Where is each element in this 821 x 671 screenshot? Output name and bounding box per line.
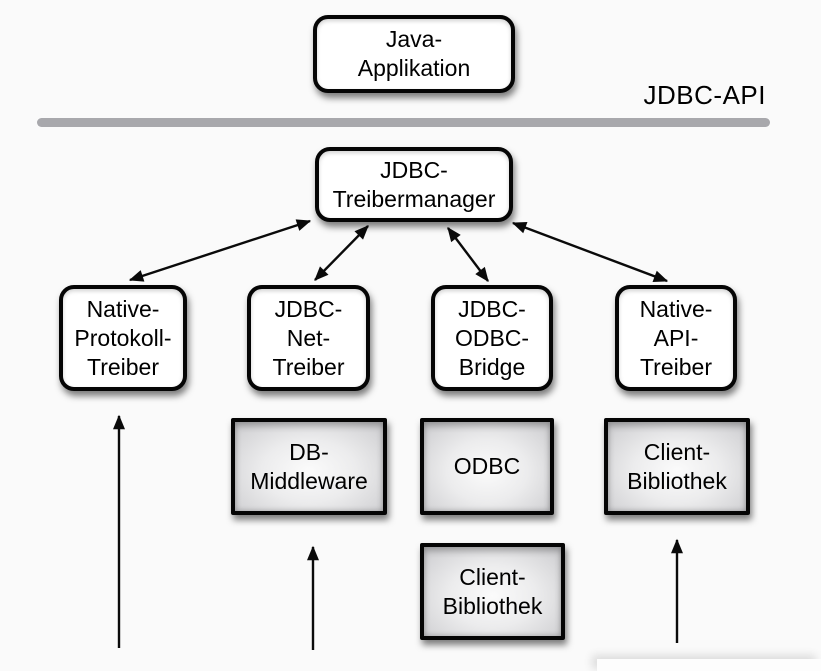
node-client-bibliothek-odbc-label: Client- Bibliothek (442, 563, 543, 619)
node-java-application: Java- Applikation (313, 15, 515, 93)
node-odbc: ODBC (420, 418, 554, 515)
node-native-api-treiber-label: Native- API- Treiber (639, 295, 713, 380)
node-db-middleware: DB- Middleware (231, 418, 387, 515)
node-jdbc-treibermanager-label: JDBC- Treibermanager (332, 156, 496, 212)
node-jdbc-odbc-bridge: JDBC- ODBC- Bridge (431, 285, 553, 391)
arrow-manager-native-api (511, 221, 669, 283)
bottom-right-cropped-panel (597, 659, 821, 671)
jdbc-api-label: JDBC-API (643, 80, 766, 110)
node-jdbc-net-treiber-label: JDBC- Net- Treiber (272, 295, 345, 380)
node-jdbc-odbc-bridge-label: JDBC- ODBC- Bridge (454, 295, 530, 380)
node-java-application-label: Java- Applikation (357, 26, 471, 81)
node-native-api-treiber: Native- API- Treiber (615, 285, 737, 391)
node-jdbc-net-treiber: JDBC- Net- Treiber (247, 285, 370, 391)
node-db-middleware-label: DB- Middleware (250, 438, 368, 494)
jdbc-api-divider (37, 118, 770, 127)
node-native-protokoll-treiber: Native- Protokoll- Treiber (59, 285, 187, 391)
node-odbc-label: ODBC (453, 453, 521, 479)
arrow-manager-jdbc-net (314, 225, 369, 281)
node-native-protokoll-treiber-label: Native- Protokoll- Treiber (74, 295, 172, 380)
arrow-manager-native-protokoll (128, 219, 312, 282)
arrow-manager-jdbc-odbc (447, 227, 489, 282)
node-jdbc-treibermanager: JDBC- Treibermanager (315, 147, 513, 222)
node-client-bibliothek-odbc: Client- Bibliothek (420, 543, 565, 640)
node-client-bibliothek-native: Client- Bibliothek (604, 418, 750, 515)
node-client-bibliothek-native-label: Client- Bibliothek (627, 438, 727, 494)
